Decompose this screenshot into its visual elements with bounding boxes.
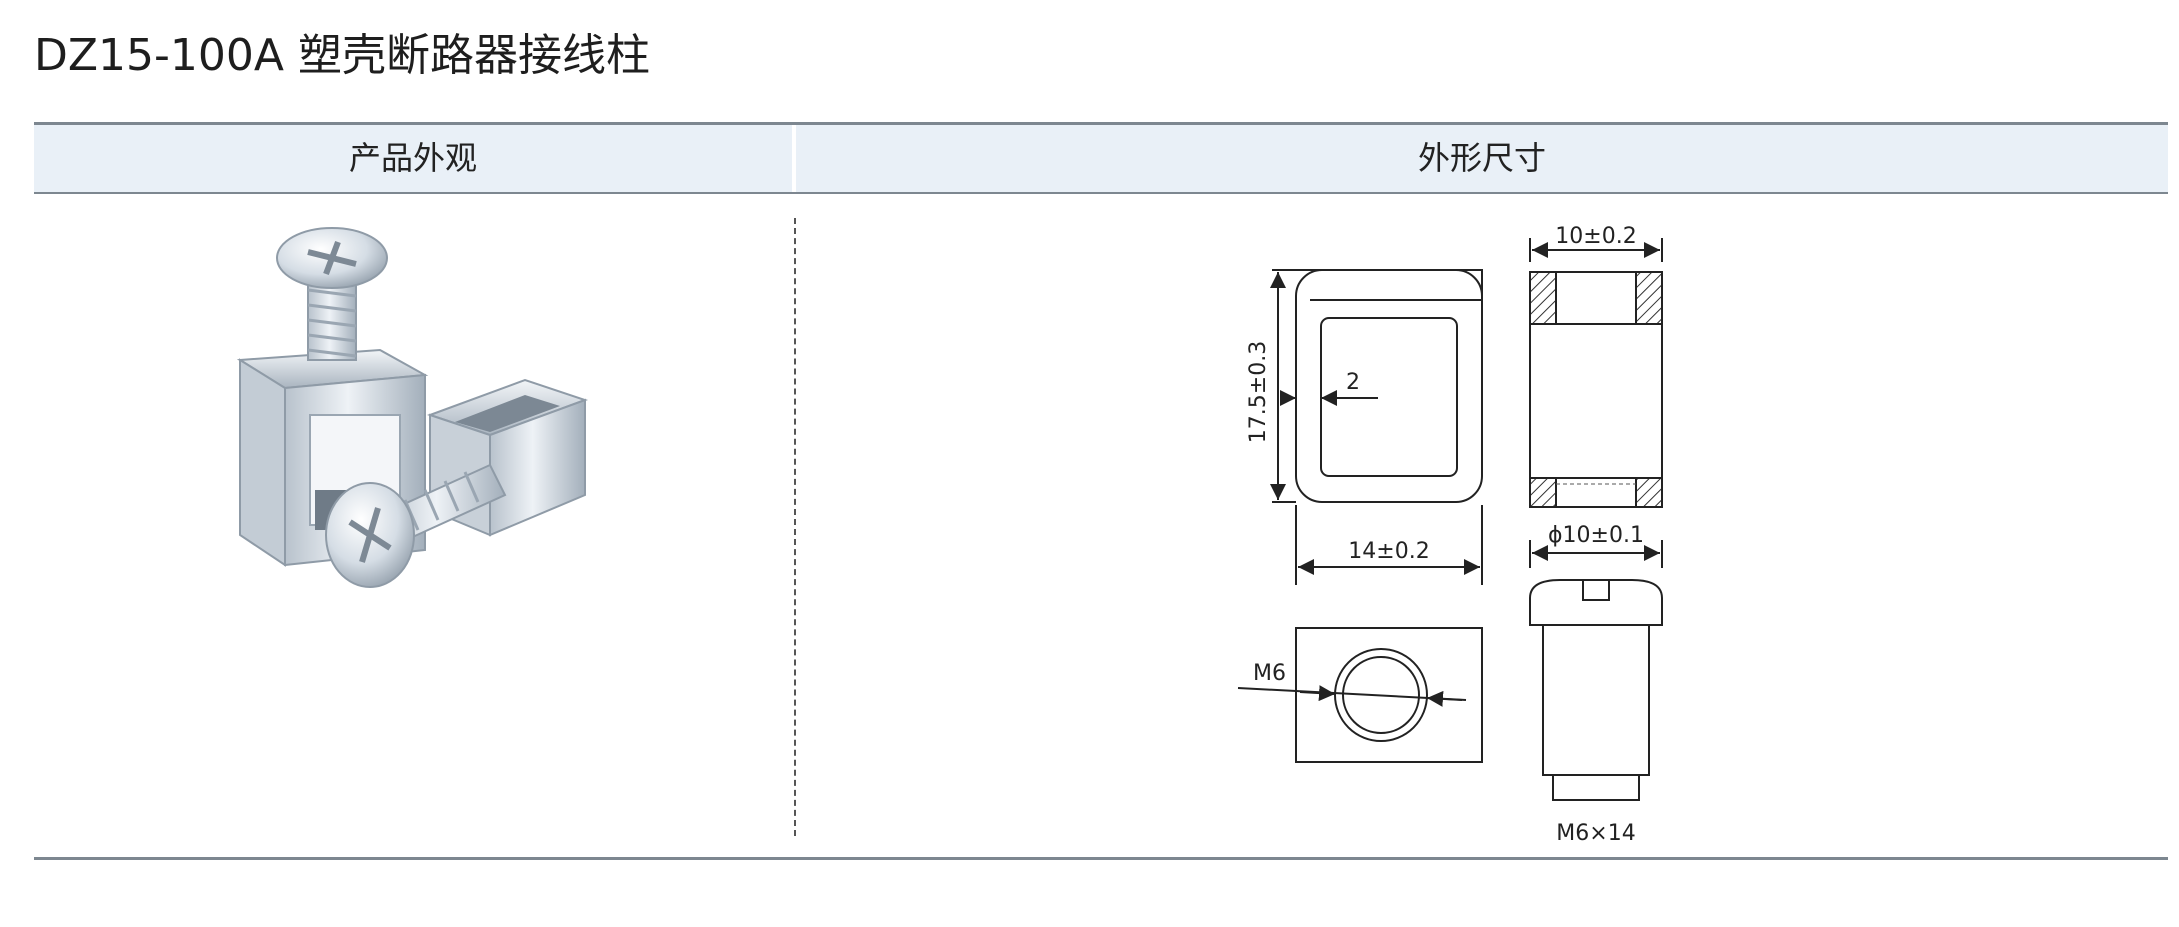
side-section-view xyxy=(1529,238,1663,508)
screw-view xyxy=(1529,540,1663,801)
header-product-appearance: 产品外观 xyxy=(348,139,477,177)
dim-screw-diameter-label: ϕ10±0.1 xyxy=(1548,523,1644,548)
thread-label: M6 xyxy=(1253,661,1286,686)
dim-width-top-label: 10±0.2 xyxy=(1555,224,1636,249)
page-title: DZ15-100A 塑壳断路器接线柱 xyxy=(34,30,650,81)
spec-table: 产品外观 外形尺寸 xyxy=(34,122,2168,860)
dim-wall-label: 2 xyxy=(1346,370,1360,395)
screw-spec-label: M6×14 xyxy=(1556,821,1635,846)
header-dimensions: 外形尺寸 xyxy=(1417,139,1546,177)
header-separator xyxy=(792,125,796,192)
dim-width-front-label: 14±0.2 xyxy=(1348,539,1429,564)
table-bottom-rule xyxy=(34,857,2168,860)
dim-height-label: 17.5±0.3 xyxy=(1246,341,1271,443)
terminal-product-image xyxy=(236,227,589,588)
nut-view xyxy=(1237,627,1483,763)
table-header-row: 产品外观 外形尺寸 xyxy=(34,122,2168,194)
left-screw xyxy=(276,227,388,361)
front-view xyxy=(1270,269,1483,585)
right-screw xyxy=(325,463,507,588)
column-divider xyxy=(794,218,796,836)
